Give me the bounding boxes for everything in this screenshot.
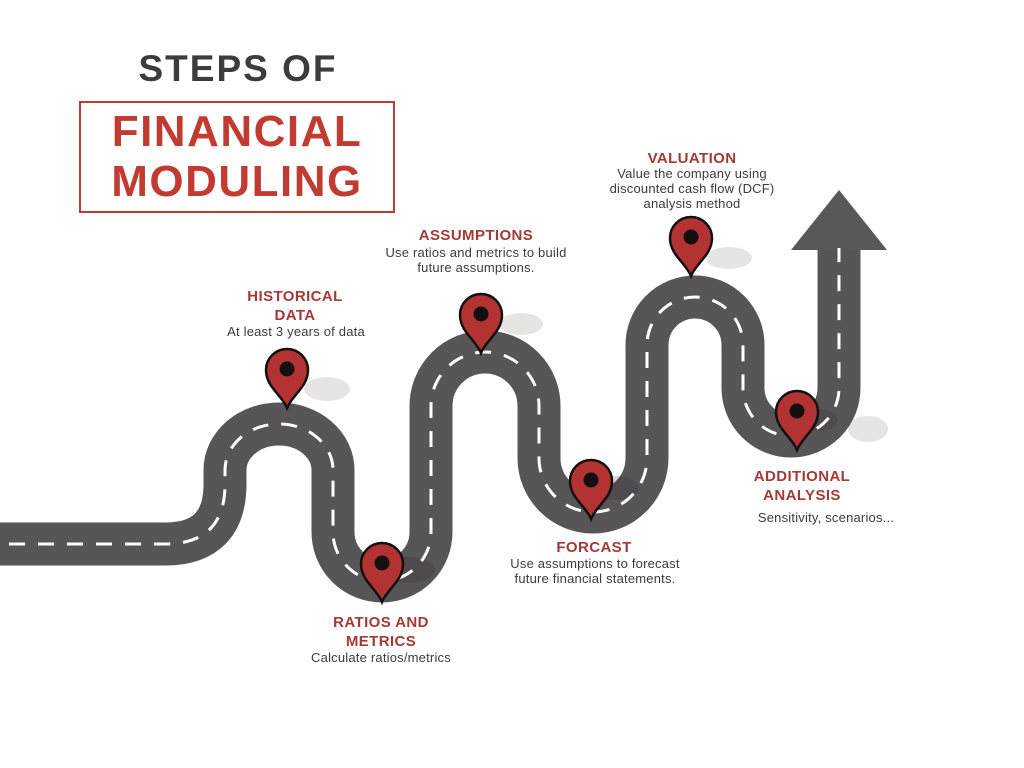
- page-title: FINANCIAL MODULING: [79, 101, 395, 213]
- location-pins: [264, 215, 820, 606]
- shadow-ellipses: [304, 247, 888, 442]
- step-description-assumptions: Use ratios and metrics to build future a…: [385, 245, 567, 275]
- location-pin-icon: [458, 292, 504, 357]
- step-description-historical-data: At least 3 years of data: [227, 324, 365, 339]
- step-description-additional-analysis: Sensitivity, scenarios...: [757, 510, 895, 525]
- step-title-historical-data: HISTORICAL DATA: [247, 288, 343, 324]
- location-pin-icon: [264, 347, 310, 412]
- page-kicker: STEPS OF: [138, 48, 338, 89]
- step-description-ratios-and-metrics: Calculate ratios/metrics: [311, 650, 451, 665]
- location-pin-icon: [668, 215, 714, 280]
- shadow-ellipse: [304, 377, 350, 401]
- shadow-ellipse: [848, 416, 888, 442]
- step-title-ratios-and-metrics: RATIOS AND METRICS: [333, 614, 429, 650]
- step-title-additional-analysis: ADDITIONAL ANALYSIS: [753, 468, 851, 504]
- page-title-line1: FINANCIAL: [111, 107, 363, 156]
- step-description-valuation: Value the company using discounted cash …: [609, 166, 775, 211]
- step-description-forcast: Use assumptions to forecast future finan…: [510, 556, 680, 586]
- location-pin-icon: [359, 541, 405, 606]
- location-pin-icon: [568, 458, 614, 523]
- location-pin-icon: [774, 389, 820, 454]
- step-title-valuation: VALUATION: [647, 150, 737, 167]
- road-center-dashes: [0, 248, 841, 583]
- step-title-assumptions: ASSUMPTIONS: [418, 227, 534, 244]
- shadow-ellipse: [706, 247, 752, 269]
- shadow-ellipse: [499, 313, 543, 335]
- step-title-forcast: FORCAST: [556, 539, 632, 556]
- up-arrow-icon: [791, 190, 887, 250]
- page-title-line2: MODULING: [111, 157, 363, 206]
